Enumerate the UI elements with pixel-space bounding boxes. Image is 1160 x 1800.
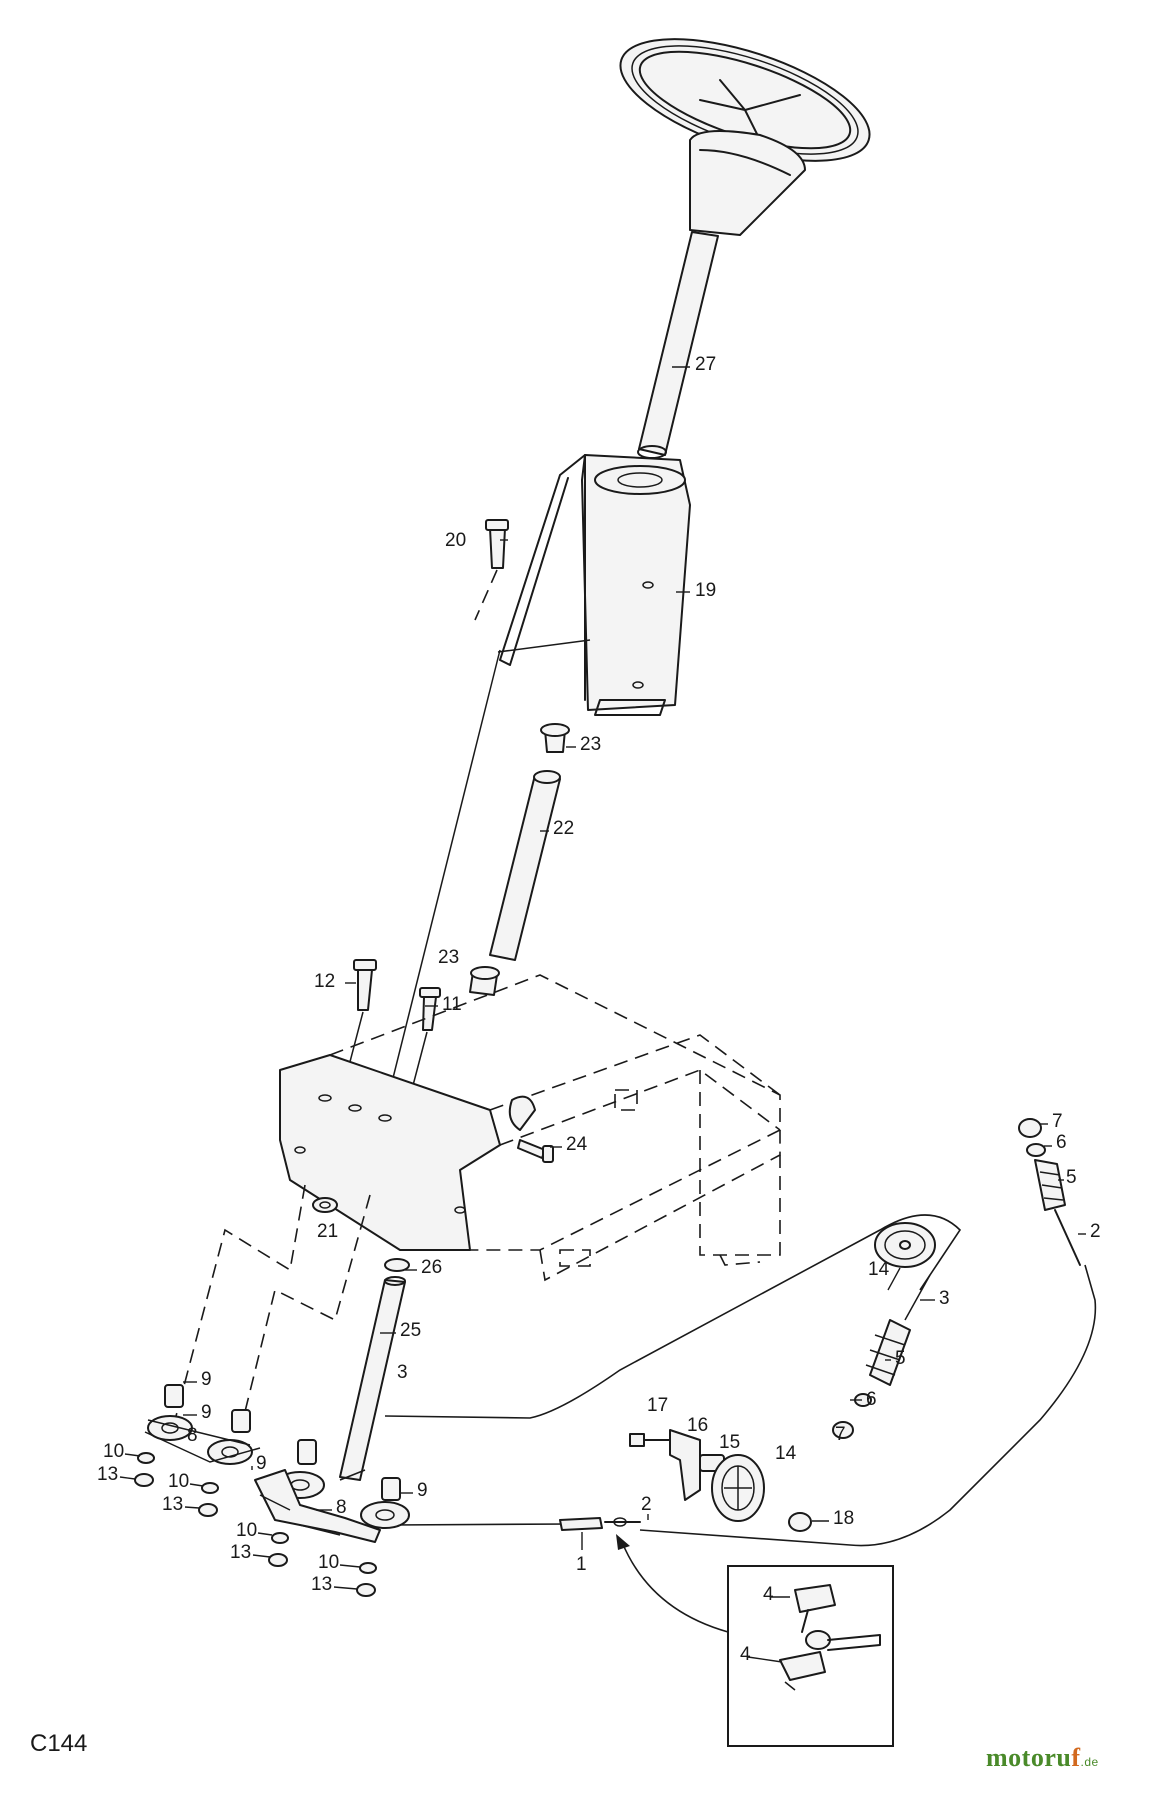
sprocket-group-left [134, 1384, 261, 1517]
callout-c21: 21 [317, 1221, 338, 1242]
callout-c9a: 9 [201, 1369, 212, 1390]
callout-c10b: 10 [168, 1471, 189, 1492]
cable-2 [639, 1264, 1097, 1547]
callout-c27: 27 [695, 354, 716, 375]
callout-c4a: 4 [763, 1584, 774, 1605]
callout-c1: 1 [576, 1554, 587, 1575]
chassis-frame [329, 974, 781, 1282]
watermark-accent: f [1071, 1743, 1081, 1772]
alignment-line-2 [497, 639, 591, 653]
callout-c10d: 10 [318, 1552, 339, 1573]
callout-c9b: 9 [201, 1402, 212, 1423]
pulley-lower [629, 1429, 812, 1532]
bushing-bottom [469, 966, 500, 996]
frame-plate [279, 1054, 501, 1251]
chain [389, 1517, 641, 1531]
bolt-12 [339, 959, 377, 1101]
detail-inset [727, 1565, 894, 1747]
callout-c18: 18 [833, 1508, 854, 1529]
callout-c9d: 9 [417, 1480, 428, 1501]
guide-line-1 [174, 1184, 306, 1421]
pulley-upper [874, 1222, 936, 1268]
column-tube [489, 770, 561, 961]
callout-c19: 19 [695, 580, 716, 601]
callout-c7b: 7 [835, 1424, 846, 1445]
guide-line-2 [237, 1194, 371, 1441]
callout-c8b: 8 [336, 1497, 347, 1518]
callout-c20: 20 [445, 530, 466, 551]
spring-assembly-2 [1018, 1118, 1081, 1266]
callout-c3a: 3 [939, 1288, 950, 1309]
drawing-code: C144 [30, 1730, 88, 1757]
bolt-20 [474, 519, 509, 621]
alignment-line [379, 649, 501, 1131]
detail-arrow [616, 1534, 729, 1633]
callout-c26: 26 [421, 1257, 442, 1278]
sprocket-group-right [254, 1439, 410, 1597]
watermark-tld: .de [1080, 1755, 1099, 1769]
cable-3 [384, 1214, 962, 1419]
bolt-24 [517, 1139, 554, 1163]
callout-c6a: 6 [1056, 1132, 1067, 1153]
watermark-main: motoru [986, 1743, 1072, 1772]
callout-c6b: 6 [866, 1389, 877, 1410]
callout-c13d: 13 [311, 1574, 332, 1595]
callout-c3b: 3 [397, 1362, 408, 1383]
callout-c17: 17 [647, 1395, 668, 1416]
callout-c5a: 5 [1066, 1167, 1077, 1188]
callout-c10a: 10 [103, 1441, 124, 1462]
callout-c13c: 13 [230, 1542, 251, 1563]
steering-wheel [619, 38, 871, 236]
callout-c14a: 14 [868, 1259, 890, 1280]
callout-c4b: 4 [740, 1644, 751, 1665]
callout-c9c: 9 [256, 1453, 267, 1474]
callout-c23b: 23 [438, 947, 459, 968]
pivot-shaft [339, 1276, 406, 1481]
leader-lines [119, 366, 1086, 1663]
callout-c13b: 13 [162, 1494, 183, 1515]
callout-c5b: 5 [895, 1348, 906, 1369]
callout-c7a: 7 [1052, 1111, 1063, 1132]
callout-c12: 12 [314, 971, 335, 992]
callout-c11: 11 [442, 994, 462, 1015]
watermark-logo: motoruf.de [986, 1743, 1099, 1773]
callout-c10c: 10 [236, 1520, 257, 1541]
callout-c8a: 8 [187, 1425, 198, 1446]
washer-26 [384, 1258, 410, 1272]
callout-c23a: 23 [580, 734, 601, 755]
callout-c16: 16 [687, 1415, 708, 1436]
callout-c2b: 2 [641, 1494, 652, 1515]
column-bracket [499, 454, 691, 716]
spring-assembly-3 [832, 1274, 931, 1439]
callout-c2a: 2 [1090, 1221, 1101, 1242]
callout-c13a: 13 [97, 1464, 118, 1485]
steering-shaft [637, 231, 719, 459]
callout-c14b: 14 [775, 1443, 797, 1464]
bushing-top [540, 723, 570, 753]
callout-c25: 25 [400, 1320, 421, 1341]
callout-c22: 22 [553, 818, 574, 839]
callout-c24: 24 [566, 1134, 588, 1155]
nut-21 [312, 1197, 338, 1213]
callout-c15: 15 [719, 1432, 740, 1453]
